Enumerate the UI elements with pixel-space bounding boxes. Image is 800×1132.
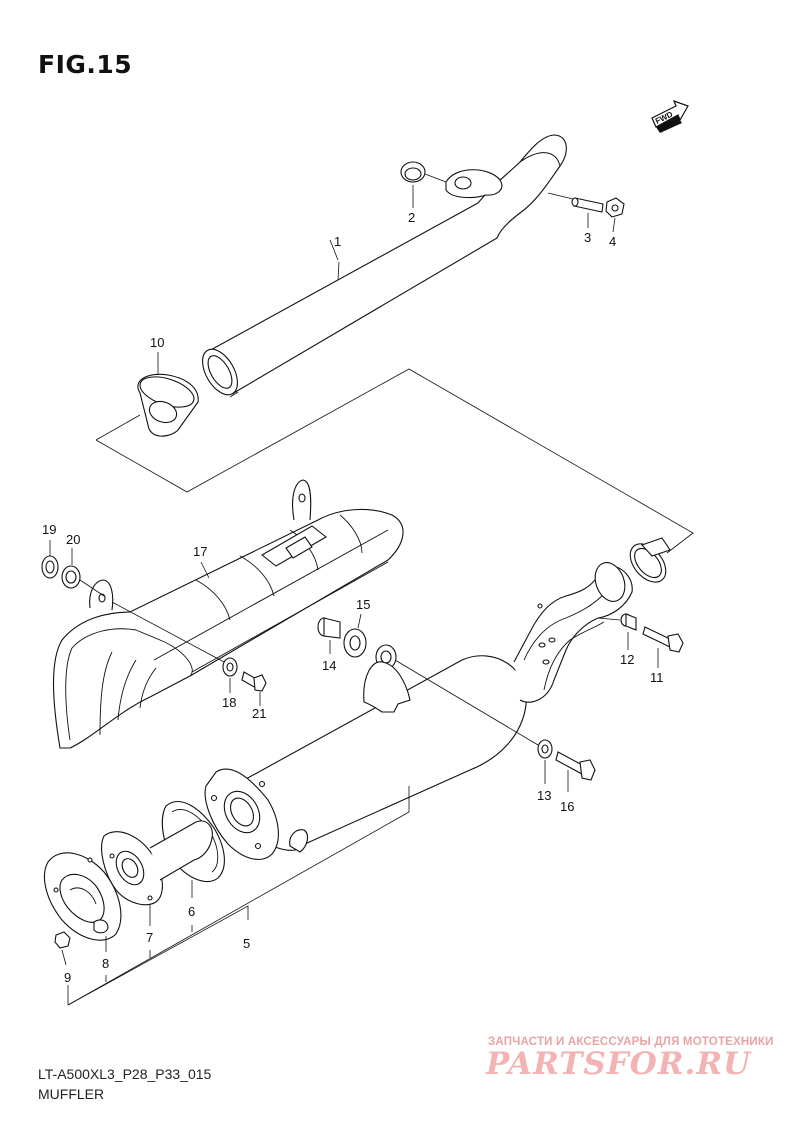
callout-9: 9 <box>64 970 71 985</box>
cushion-15 <box>343 613 397 670</box>
callout-3: 3 <box>584 230 591 245</box>
callout-20: 20 <box>66 532 80 547</box>
callout-12: 12 <box>620 652 634 667</box>
callout-17: 17 <box>193 544 207 559</box>
exhaust-gasket <box>400 161 447 208</box>
callout-16: 16 <box>560 799 574 814</box>
figure-title: FIG.15 <box>38 50 133 79</box>
callout-15: 15 <box>356 597 370 612</box>
callout-8: 8 <box>102 956 109 971</box>
callout-13: 13 <box>537 788 551 803</box>
spacer-collar <box>61 548 105 597</box>
exhaust-pipe <box>202 134 567 398</box>
stud-bolt <box>547 192 604 228</box>
outlet-plate <box>204 768 279 860</box>
callout-21: 21 <box>252 706 266 721</box>
collar-14 <box>317 617 341 654</box>
spark-arrestor <box>101 820 213 926</box>
callout-4: 4 <box>609 234 616 249</box>
fwd-arrow-icon: FWD <box>651 99 689 133</box>
collar-12 <box>597 613 637 650</box>
callout-18: 18 <box>222 695 236 710</box>
exhaust-nut <box>605 197 625 233</box>
bolt-21 <box>241 671 267 706</box>
watermark-tagline: ЗАПЧАСТИ И АКСЕССУАРЫ ДЛЯ МОТОТЕХНИКИ <box>488 1036 774 1048</box>
leader-1 <box>329 239 339 261</box>
tail-cap <box>43 852 122 952</box>
callout-1: 1 <box>334 234 341 249</box>
leader-1b <box>337 261 340 281</box>
grommet <box>41 540 59 579</box>
watermark-brand: PARTSFOR.RU <box>486 1046 752 1082</box>
figure-name: MUFFLER <box>38 1086 105 1102</box>
callout-11: 11 <box>650 670 664 685</box>
heat-shield <box>53 479 404 749</box>
model-code: LT-A500XL3_P28_P33_015 <box>38 1066 212 1082</box>
bolt-16 <box>555 751 596 792</box>
assembly-guide-frame <box>95 368 694 554</box>
washer-13 <box>394 659 553 784</box>
bracket-5 <box>67 905 249 1006</box>
bolt-11 <box>642 626 684 668</box>
callout-10: 10 <box>150 335 164 350</box>
callout-19: 19 <box>42 522 56 537</box>
washer-18 <box>111 601 238 693</box>
tail-screw <box>54 931 71 966</box>
hose-clamp <box>629 537 671 583</box>
callout-6: 6 <box>188 904 195 919</box>
bracket-5-long <box>67 811 410 1006</box>
callout-7: 7 <box>146 930 153 945</box>
callout-5: 5 <box>243 936 250 951</box>
callout-2: 2 <box>408 210 415 225</box>
callout-14: 14 <box>322 658 336 673</box>
connector-sleeve <box>137 352 199 437</box>
